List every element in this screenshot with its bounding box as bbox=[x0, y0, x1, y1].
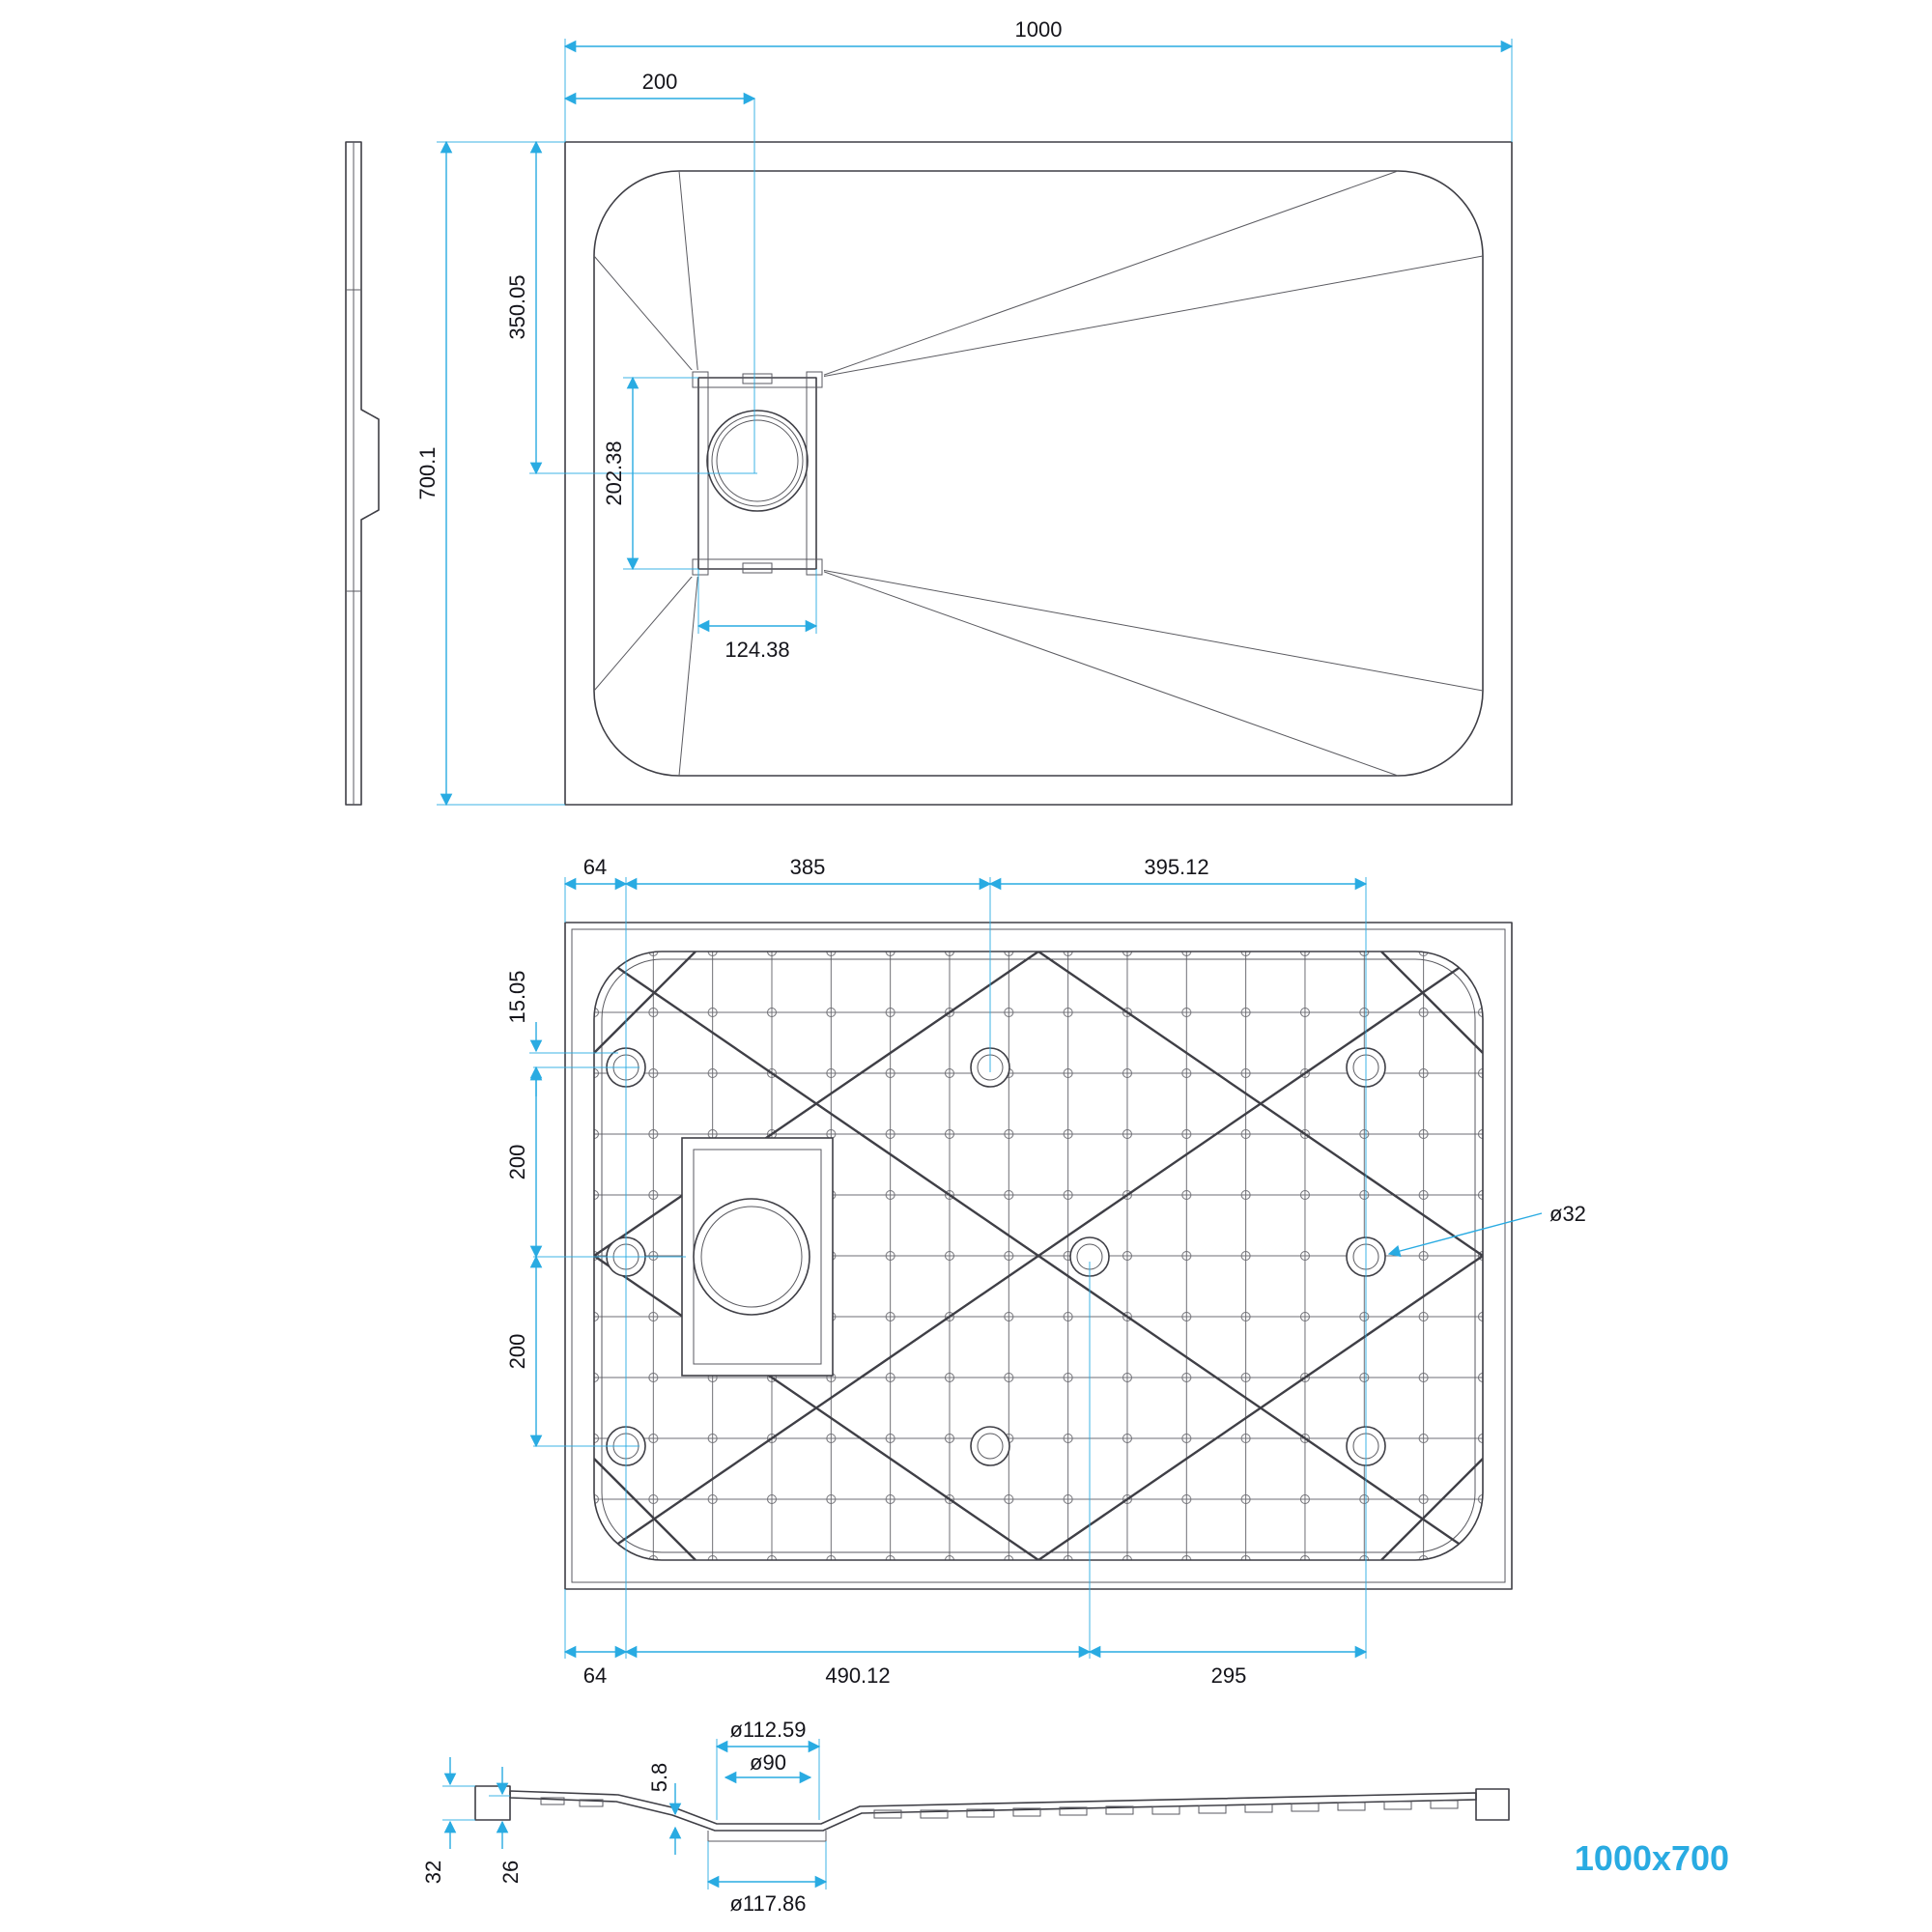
section-drain-body bbox=[707, 1831, 827, 1842]
drain-center-tab bbox=[742, 373, 773, 384]
dim-foot-span-bottom-right: 295 bbox=[1211, 1663, 1247, 1688]
dim-flange-width: 124.38 bbox=[724, 638, 789, 662]
dim-edge-height: 32 bbox=[421, 1861, 445, 1884]
side-profile-outline bbox=[345, 141, 380, 806]
drain-circle-inner bbox=[716, 419, 799, 502]
foot bbox=[970, 1426, 1010, 1466]
bottom-view-offset-rect bbox=[571, 928, 1506, 1583]
bottom-view-drain bbox=[681, 1137, 834, 1377]
drain-circle-mid bbox=[711, 414, 804, 507]
drain-corner-tab bbox=[692, 371, 709, 388]
dim-top-width: 1000 bbox=[1015, 17, 1063, 42]
dim-drain-offset-x: 200 bbox=[642, 70, 678, 94]
bottom-view bbox=[564, 922, 1513, 1590]
section-ribs bbox=[873, 1800, 1459, 1819]
drain-center-tab bbox=[742, 562, 773, 574]
dim-drain-offset-y: 350.05 bbox=[505, 274, 529, 339]
dim-drain-top-diameter: ø112.59 bbox=[729, 1718, 806, 1742]
drain-box-outer bbox=[681, 1137, 834, 1377]
section-view-dimensions: 5.8 ø112.59 ø90 32 26 ø117.86 bbox=[421, 1718, 828, 1916]
bottom-view-dimensions: 64 385 395.12 15.05 200 200 ø32 64 490.1… bbox=[505, 855, 1586, 1688]
dim-edge-offset-top: 64 bbox=[583, 855, 607, 879]
drawing-title: 1000x700 bbox=[1575, 1838, 1729, 1878]
dim-foot-span-top-left: 385 bbox=[790, 855, 826, 879]
dim-drain-hole-diameter: ø90 bbox=[750, 1750, 786, 1775]
dim-recess-depth: 5.8 bbox=[647, 1763, 671, 1793]
top-view bbox=[564, 141, 1513, 806]
dim-foot-gap-lower: 200 bbox=[505, 1334, 529, 1370]
section-view bbox=[474, 1785, 1510, 1842]
drain-bottom-circle-inner bbox=[700, 1206, 803, 1308]
dim-edge-offset-bottom: 64 bbox=[583, 1663, 607, 1688]
drain-bottom-circle-outer bbox=[693, 1198, 810, 1316]
dim-foot-span-top-right: 395.12 bbox=[1144, 855, 1208, 879]
drain-corner-tab bbox=[806, 371, 823, 388]
top-view-dimensions: 1000 200 700.1 350.05 202.38 124.38 bbox=[415, 17, 1514, 807]
dim-foot-diameter: ø32 bbox=[1549, 1202, 1586, 1226]
drain-corner-tab bbox=[692, 558, 709, 576]
bottom-view-rib-boundary-inner bbox=[601, 958, 1476, 1553]
dim-floor-height: 26 bbox=[498, 1861, 523, 1884]
dim-foot-gap-upper: 200 bbox=[505, 1145, 529, 1180]
dim-top-height: 700.1 bbox=[415, 446, 440, 499]
section-floor bbox=[509, 1790, 1477, 1832]
drain-corner-tab bbox=[806, 558, 823, 576]
dim-drain-bottom-diameter: ø117.86 bbox=[729, 1891, 806, 1916]
dim-foot-span-bottom-left: 490.12 bbox=[825, 1663, 890, 1688]
bottom-view-outer-rect bbox=[564, 922, 1513, 1590]
dim-rib-inset: 15.05 bbox=[505, 970, 529, 1023]
top-view-drain bbox=[691, 370, 824, 577]
side-profile-view bbox=[345, 141, 380, 806]
section-ribs-left bbox=[540, 1797, 604, 1807]
drain-circle-outer bbox=[706, 410, 809, 512]
dim-flange-height: 202.38 bbox=[602, 440, 626, 505]
section-right-rim bbox=[1475, 1788, 1510, 1821]
section-left-rim bbox=[474, 1785, 511, 1821]
top-view-slope-lines bbox=[593, 170, 1484, 777]
